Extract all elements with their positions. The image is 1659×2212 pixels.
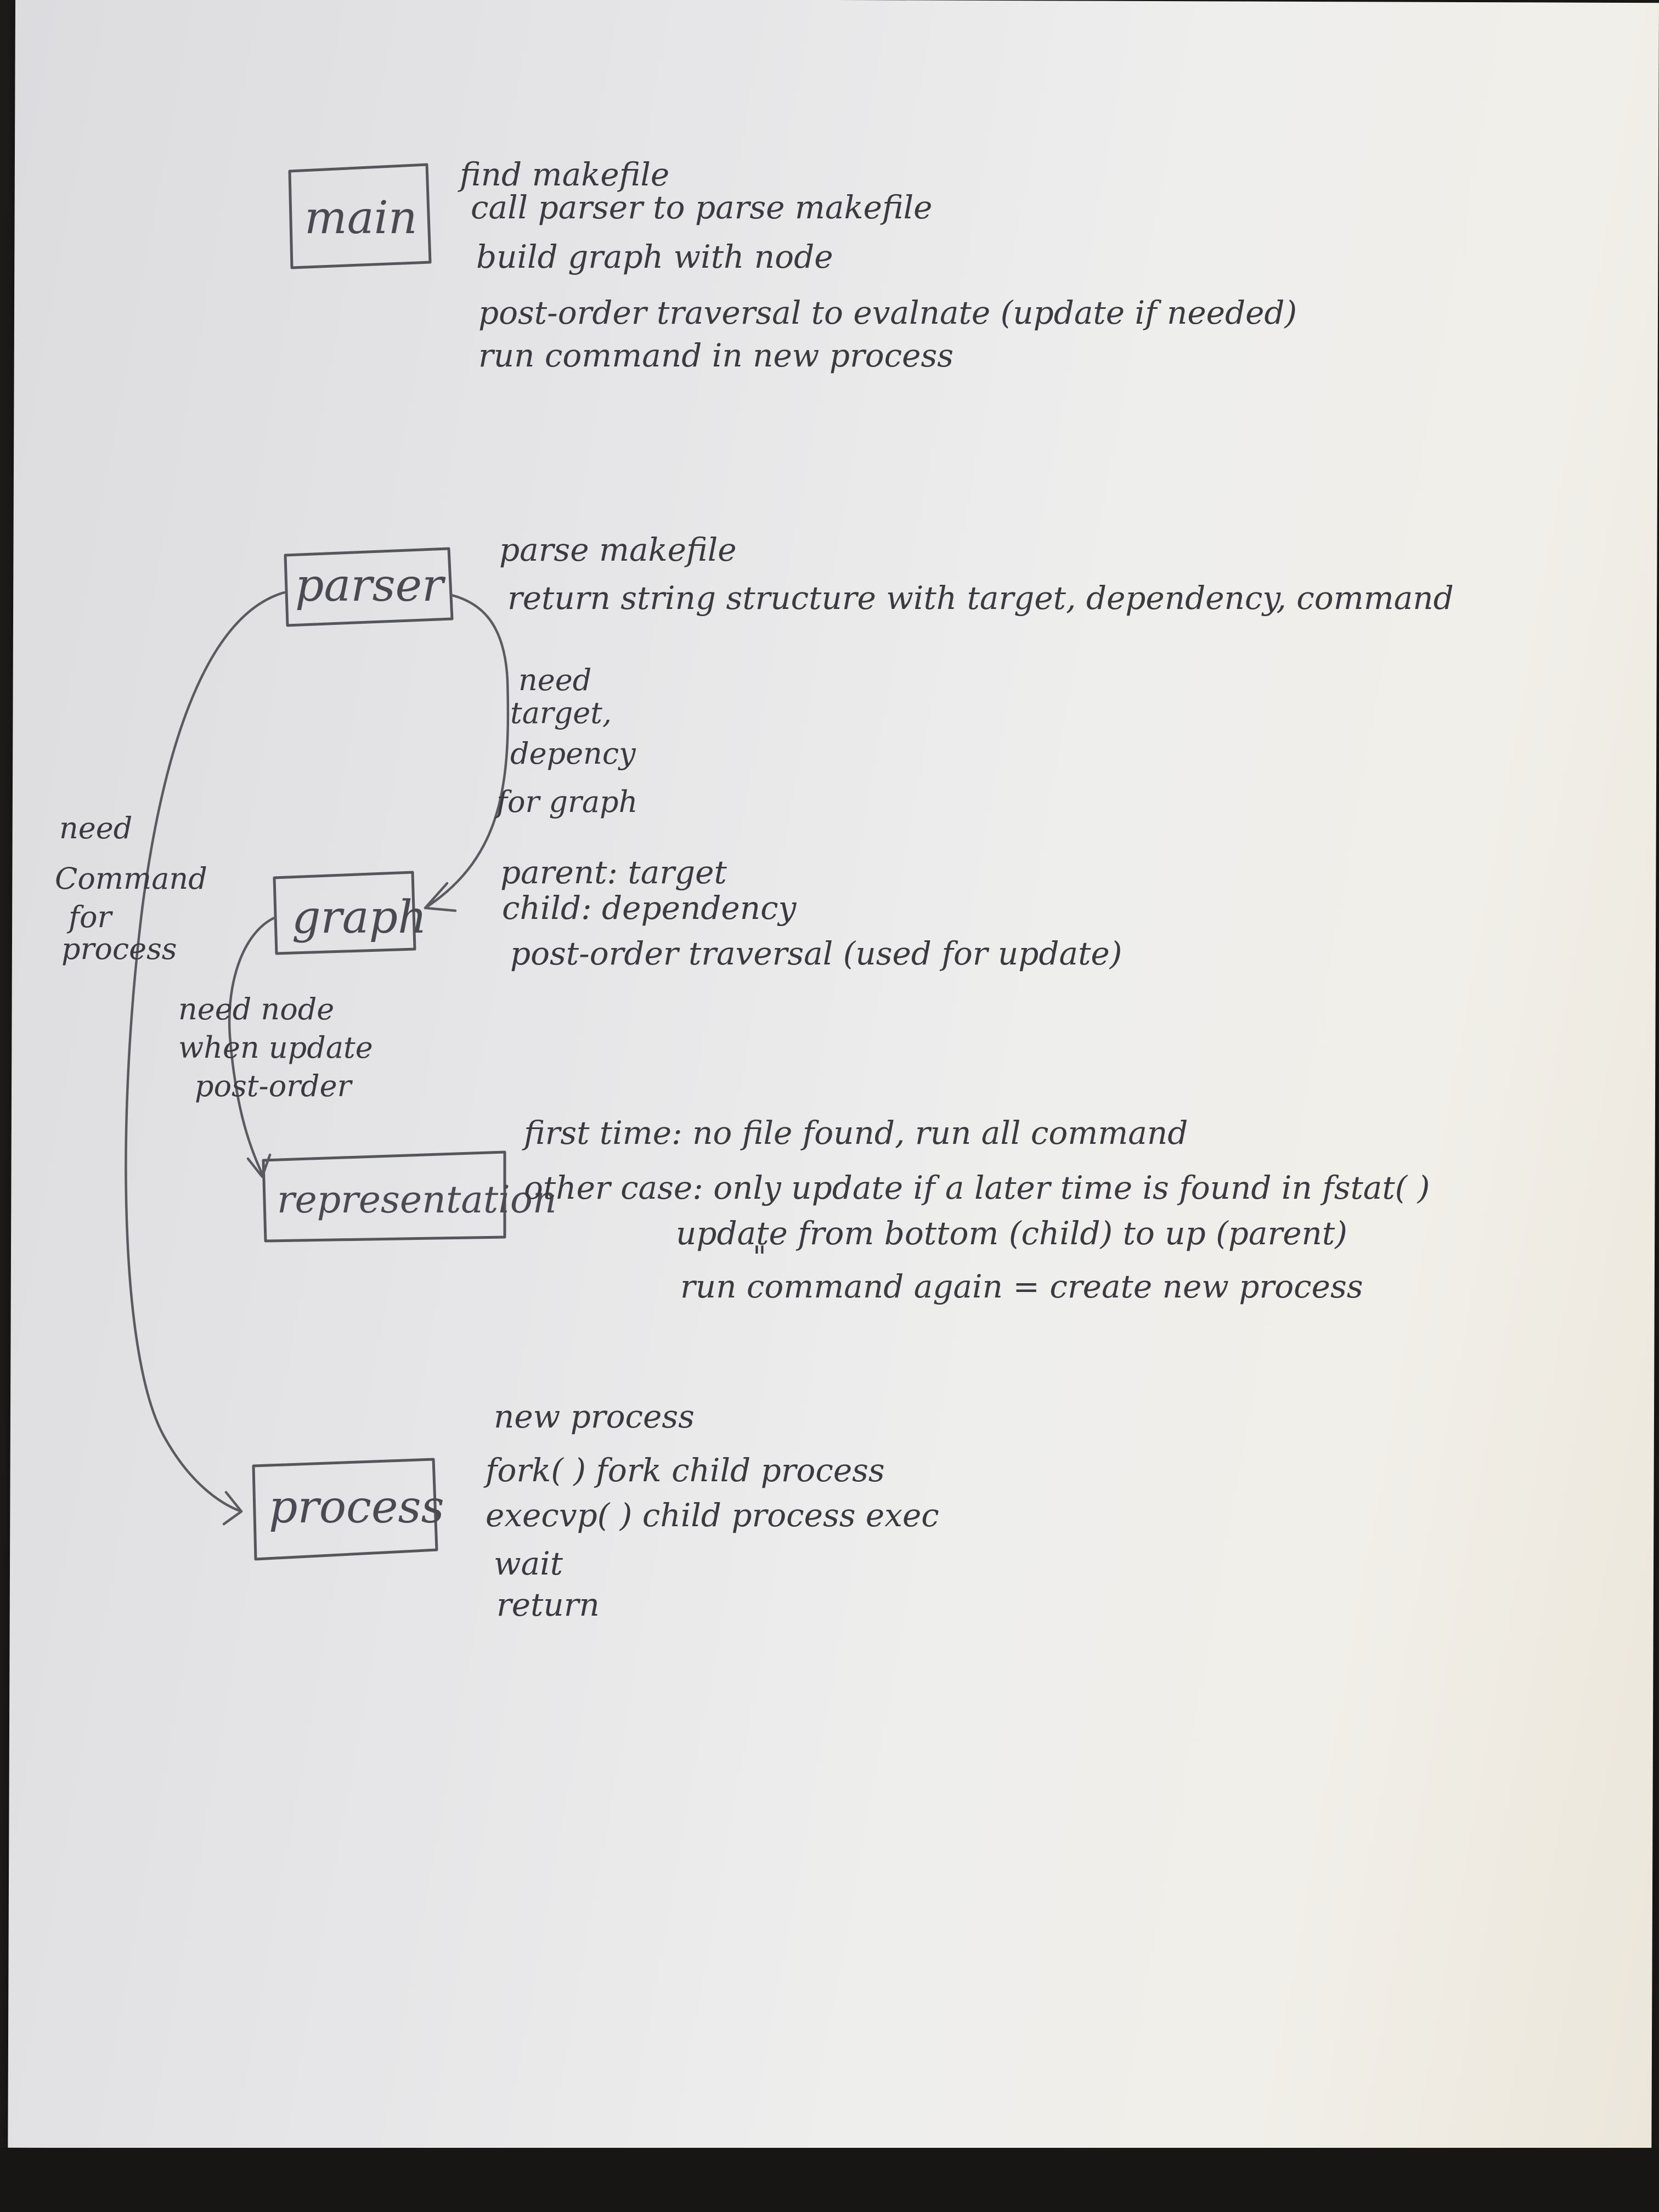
graph-box-label: graph	[292, 891, 427, 944]
representation-note-2: other case: only update if a later time …	[524, 1169, 1430, 1206]
process-node: process	[252, 1458, 444, 1561]
process-box-label: process	[269, 1481, 444, 1533]
edge-label-parser-process-2: Command	[55, 861, 207, 896]
table-surface	[0, 2148, 1659, 2212]
edge-graph-to-representation	[228, 916, 277, 1178]
graph-note-2: child: dependency	[502, 889, 797, 927]
edge-graph-to-representation-label: need node when update post-order	[178, 992, 373, 1103]
parser-node: parser	[284, 547, 454, 627]
edge-label-graph-rep-3: post-order	[195, 1069, 353, 1103]
main-node: main	[288, 163, 432, 269]
edge-parser-to-process	[125, 591, 286, 1526]
process-note-3: execvp( ) child process exec	[486, 1497, 939, 1534]
representation-note-3: update from bottom (child) to up (parent…	[676, 1215, 1347, 1252]
edge-parser-to-graph	[424, 594, 510, 912]
graph-node: graph	[273, 871, 427, 955]
main-box-label: main	[304, 192, 417, 244]
graph-notes: parent: target child: dependency post-or…	[500, 854, 1122, 972]
process-note-2: fork( ) fork child process	[483, 1452, 885, 1489]
main-note-4: post-order traversal to evalnate (update…	[478, 294, 1297, 331]
edge-parser-to-process-label: need Command for process	[55, 811, 207, 966]
edge-label-graph-rep-2: when update	[178, 1030, 373, 1065]
parser-note-2: return string structure with target, dep…	[507, 579, 1454, 617]
process-note-5: return	[496, 1586, 600, 1623]
edge-parser-to-graph-label: need target, depency for graph	[494, 663, 637, 819]
process-notes: new process fork( ) fork child process e…	[483, 1398, 939, 1623]
arrowhead-representation	[246, 1153, 272, 1178]
representation-note-1: first time: no file found, run all comma…	[522, 1114, 1188, 1152]
process-note-1: new process	[494, 1398, 695, 1435]
representation-node: representation	[262, 1150, 557, 1243]
edge-label-parser-graph-3: depency	[510, 736, 636, 771]
representation-box-label: representation	[277, 1178, 557, 1222]
edge-label-parser-process-4: process	[61, 932, 177, 966]
main-note-3: build graph with node	[476, 238, 833, 275]
main-note-1: find makefile	[458, 156, 669, 193]
edge-label-parser-process-1: need	[59, 811, 132, 845]
arrowhead-process	[222, 1491, 243, 1526]
representation-note-4: run command again = create new process	[680, 1268, 1363, 1305]
main-note-5: run command in new process	[478, 337, 953, 374]
main-notes: find makefile call parser to parse makef…	[458, 156, 1297, 374]
graph-note-3: post-order traversal (used for update)	[510, 935, 1122, 972]
graph-note-1: parent: target	[500, 854, 727, 891]
main-note-2: call parser to parse makefile	[471, 189, 933, 226]
edge-label-parser-graph-4: for graph	[494, 785, 637, 819]
representation-notes: first time: no file found, run all comma…	[522, 1114, 1430, 1305]
parser-note-1: parse makefile	[499, 531, 737, 568]
parser-box-label: parser	[295, 560, 446, 612]
arrowhead-graph	[424, 882, 457, 912]
process-note-4: wait	[494, 1545, 563, 1582]
edge-label-parser-graph-2: target,	[510, 696, 612, 730]
edge-label-parser-graph-1: need	[518, 663, 591, 697]
edge-label-graph-rep-1: need node	[178, 992, 334, 1026]
edge-label-parser-process-3: for	[66, 900, 113, 934]
ditto-mark: "	[753, 1240, 766, 1274]
parser-notes: parse makefile return string structure w…	[499, 531, 1454, 617]
